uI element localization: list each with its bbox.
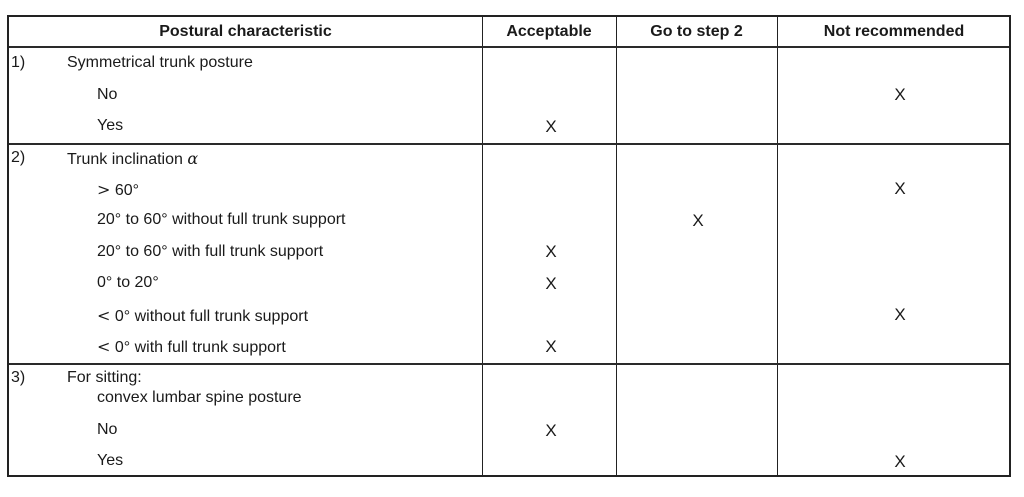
row-label: 20° to 60° without full trunk support <box>97 211 346 228</box>
row-label: No <box>97 86 118 103</box>
row-label: < 0° without full trunk support <box>97 306 308 326</box>
header-postural-characteristic: Postural characteristic <box>159 23 332 40</box>
mark-acceptable: X <box>545 337 557 356</box>
mark-acceptable: X <box>545 274 557 293</box>
row-label: Yes <box>97 117 124 134</box>
relation-symbol: < <box>97 306 111 325</box>
group-title: Symmetrical trunk posture <box>67 54 253 71</box>
mark-not-recommended: X <box>894 452 906 471</box>
mark-acceptable: X <box>545 421 557 440</box>
column-divider <box>777 17 778 475</box>
group-title-text: Trunk inclination <box>67 151 183 168</box>
row-label: No <box>97 421 118 438</box>
row-label: < 0° with full trunk support <box>97 337 286 357</box>
posture-evaluation-table: Postural characteristic Acceptable Go to… <box>7 15 1011 477</box>
column-divider <box>482 17 483 475</box>
row-label: Yes <box>97 452 124 469</box>
group-title: Trunk inclination α <box>67 149 198 169</box>
header-acceptable: Acceptable <box>506 23 592 40</box>
row-label-text: 60° <box>114 182 140 199</box>
mark-acceptable: X <box>545 117 557 136</box>
group-title: For sitting: <box>67 369 142 386</box>
group-subtitle: convex lumbar spine posture <box>97 389 302 406</box>
row-label: 20° to 60° with full trunk support <box>97 243 324 260</box>
header-go-to-step-2: Go to step 2 <box>650 23 743 40</box>
mark-acceptable: X <box>545 242 557 261</box>
group-divider <box>9 363 1009 365</box>
column-divider <box>616 17 617 475</box>
mark-not-recommended: X <box>894 85 906 104</box>
group-number: 2) <box>11 149 26 166</box>
group-number: 3) <box>11 369 26 386</box>
mark-not-recommended: X <box>894 179 906 198</box>
row-label-text: 0° without full trunk support <box>114 308 309 325</box>
mark-go-to-step-2: X <box>692 211 704 230</box>
header-divider <box>9 46 1009 48</box>
row-label: 0° to 20° <box>97 274 159 291</box>
row-label: > 60° <box>97 180 139 200</box>
group-divider <box>9 143 1009 145</box>
group-number: 1) <box>11 54 26 71</box>
relation-symbol: < <box>97 337 111 356</box>
alpha-symbol: α <box>187 149 199 168</box>
header-not-recommended: Not recommended <box>823 23 965 40</box>
mark-not-recommended: X <box>894 305 906 324</box>
row-label-text: 0° with full trunk support <box>114 339 286 356</box>
relation-symbol: > <box>97 180 111 199</box>
